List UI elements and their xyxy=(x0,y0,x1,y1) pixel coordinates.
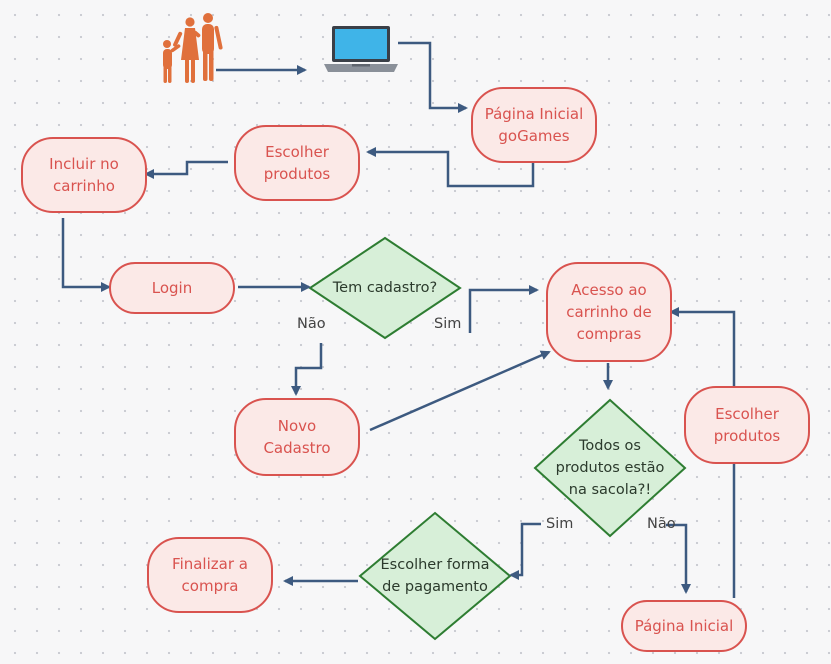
edge-label-yes-2: Sim xyxy=(546,516,574,532)
laptop-icon xyxy=(324,26,398,72)
family-icon xyxy=(163,13,223,83)
arrow-cart-to-login xyxy=(61,218,111,292)
edge-label-yes: Sim xyxy=(434,316,462,332)
arrow-decision-yes-to-payment xyxy=(509,522,541,580)
arrow-no-to-new-account xyxy=(291,343,323,396)
has-account-label[interactable]: Tem cadastro? xyxy=(332,280,438,296)
arrow-decision-no-to-home xyxy=(666,523,691,594)
arrow-new-account-to-cart-access xyxy=(369,350,551,432)
payment-label[interactable]: Escolher forma de pagamento xyxy=(380,557,490,595)
edge-label-no-2: Não xyxy=(647,516,676,532)
login-node[interactable]: Login xyxy=(109,262,235,314)
decision-shape-payment xyxy=(358,511,512,641)
choose-products-2-node[interactable]: Escolher produtos xyxy=(684,386,810,464)
arrow-home-to-products-2 xyxy=(669,307,736,598)
arrow-home-to-products xyxy=(366,147,535,188)
all-in-bag-label[interactable]: Todos os produtos estão na sacola?! xyxy=(555,438,665,498)
choose-products-node[interactable]: Escolher produtos xyxy=(234,125,360,201)
arrow-laptop-to-home xyxy=(398,41,468,113)
arrow-yes-to-cart-access xyxy=(468,285,539,333)
finish-purchase-node[interactable]: Finalizar a compra xyxy=(147,537,273,613)
arrow-products-to-cart xyxy=(144,160,228,179)
decision-shape-all-in-bag xyxy=(533,398,687,538)
edge-label-no: Não xyxy=(297,316,326,332)
home-gogames-node[interactable]: Página Inicial goGames xyxy=(471,87,597,163)
home-node[interactable]: Página Inicial xyxy=(621,600,747,652)
add-to-cart-node[interactable]: Incluir no carrinho xyxy=(21,137,147,213)
new-account-node[interactable]: Novo Cadastro xyxy=(234,398,360,476)
decision-shape-has-account xyxy=(308,236,462,340)
cart-access-node[interactable]: Acesso ao carrinho de compras xyxy=(546,262,672,362)
